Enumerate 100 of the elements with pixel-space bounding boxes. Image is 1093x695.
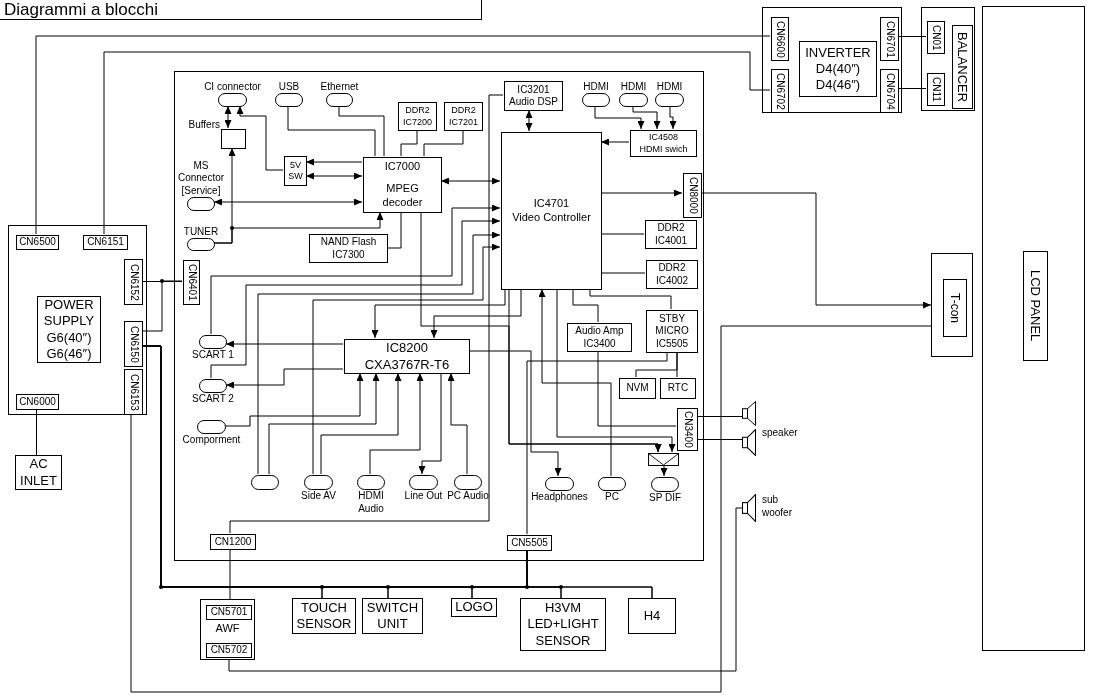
connector-label: SP DIF	[649, 492, 681, 505]
component-box	[646, 260, 698, 289]
connector-label: CI connector	[204, 80, 261, 93]
component-label: DDR2	[451, 105, 476, 117]
connector-line	[589, 288, 672, 310]
component-label: STBY MICRO	[654, 312, 690, 338]
component-box	[501, 132, 602, 290]
component-label: Audio DSP	[509, 96, 558, 109]
component-label: DDR2	[658, 262, 686, 275]
component-box	[83, 235, 128, 250]
module-frame	[982, 6, 1085, 651]
component-label: NAND Flash	[320, 236, 377, 249]
connector-box	[771, 17, 789, 61]
connector-line	[676, 351, 678, 378]
connector-label: Line Out	[404, 490, 443, 503]
connector-label: HDMI	[583, 80, 609, 93]
connector-label: USB	[278, 80, 300, 93]
arrow	[210, 217, 501, 379]
component-label: Audio Amp	[575, 325, 624, 338]
connector-line	[696, 416, 743, 417]
connector-label: Side AV	[301, 490, 336, 503]
connector-line	[130, 325, 932, 693]
speaker-icon	[742, 401, 756, 426]
connector-line	[141, 280, 183, 332]
arrow	[669, 105, 677, 130]
arrow	[210, 204, 501, 335]
arrow	[369, 372, 424, 475]
speaker-icon	[742, 494, 756, 522]
component-box	[628, 598, 676, 634]
connector-label: T-con	[949, 293, 961, 323]
connector-line	[287, 105, 376, 157]
connector-label: TUNER	[183, 225, 219, 238]
component-label: CN5701	[210, 606, 248, 619]
connector-box	[1023, 251, 1048, 361]
arrow	[508, 288, 662, 453]
connector-label: CN3400	[682, 411, 693, 448]
component-box	[660, 378, 696, 399]
connector-box	[771, 69, 789, 113]
connector-label: Ethernet	[320, 80, 359, 93]
arrow	[525, 109, 533, 132]
connector-label: CN6701	[884, 20, 895, 58]
component-label: CN6151	[87, 236, 124, 249]
component-label: IC7200	[403, 116, 432, 128]
arrow	[312, 243, 501, 475]
component-box	[309, 234, 388, 263]
component-label: IC4002	[655, 274, 689, 287]
component-label: Video Controller	[512, 211, 591, 225]
connector-label: CN6704	[884, 72, 895, 110]
component-label: CN6500	[19, 236, 56, 249]
component-box	[210, 534, 256, 550]
module-label: AWF	[214, 622, 241, 636]
connector-label: BALANCER	[956, 31, 969, 103]
component-box	[630, 130, 697, 157]
component-label: CXA3767R-T6	[364, 356, 450, 373]
component-box	[363, 157, 442, 213]
connector-label: PC	[605, 491, 619, 504]
speaker-icon	[742, 429, 756, 456]
component-box	[206, 605, 252, 620]
connector-line	[600, 233, 645, 235]
connector-line	[572, 288, 599, 323]
module-frame	[931, 253, 973, 357]
connector-box	[952, 25, 973, 109]
component-label: IC7000	[384, 160, 421, 175]
connector-box	[880, 69, 899, 113]
connector-label: CN6152	[128, 263, 139, 301]
connector-label: CN6150	[128, 325, 139, 363]
connector-port	[251, 475, 279, 490]
connector-line	[696, 439, 743, 440]
component-box	[451, 598, 497, 617]
component-box	[645, 220, 697, 249]
connector-line	[423, 129, 464, 157]
component-label: H4	[643, 607, 661, 625]
connector-line	[338, 105, 385, 157]
connector-label: HDMI	[656, 80, 683, 93]
component-label: CN5505	[511, 536, 548, 550]
connector-line	[897, 88, 927, 89]
arrow	[224, 105, 232, 129]
component-label: MPEG decoder	[381, 182, 424, 210]
arrow	[430, 288, 522, 339]
connector-box	[880, 17, 899, 61]
connector-box	[943, 279, 967, 337]
arrow	[225, 368, 344, 389]
component-box	[619, 378, 656, 399]
component-label: IC8200	[386, 340, 428, 357]
module-frame	[762, 7, 902, 113]
connector-line	[526, 549, 653, 599]
arrow	[225, 340, 344, 348]
component-label: IC4701	[533, 197, 570, 211]
connector-label: CN6600	[775, 20, 785, 58]
component-label: IC4001	[654, 234, 688, 247]
connector-box	[124, 321, 143, 367]
board-outline	[174, 71, 704, 561]
arrow	[224, 372, 364, 427]
component-box	[206, 643, 252, 658]
component-box	[507, 535, 552, 551]
component-label: IC7300	[332, 248, 365, 261]
connector-line	[600, 272, 646, 274]
connector-line	[386, 211, 402, 249]
component-label: CN5702	[210, 644, 248, 657]
component-label: IC3201	[517, 83, 550, 96]
